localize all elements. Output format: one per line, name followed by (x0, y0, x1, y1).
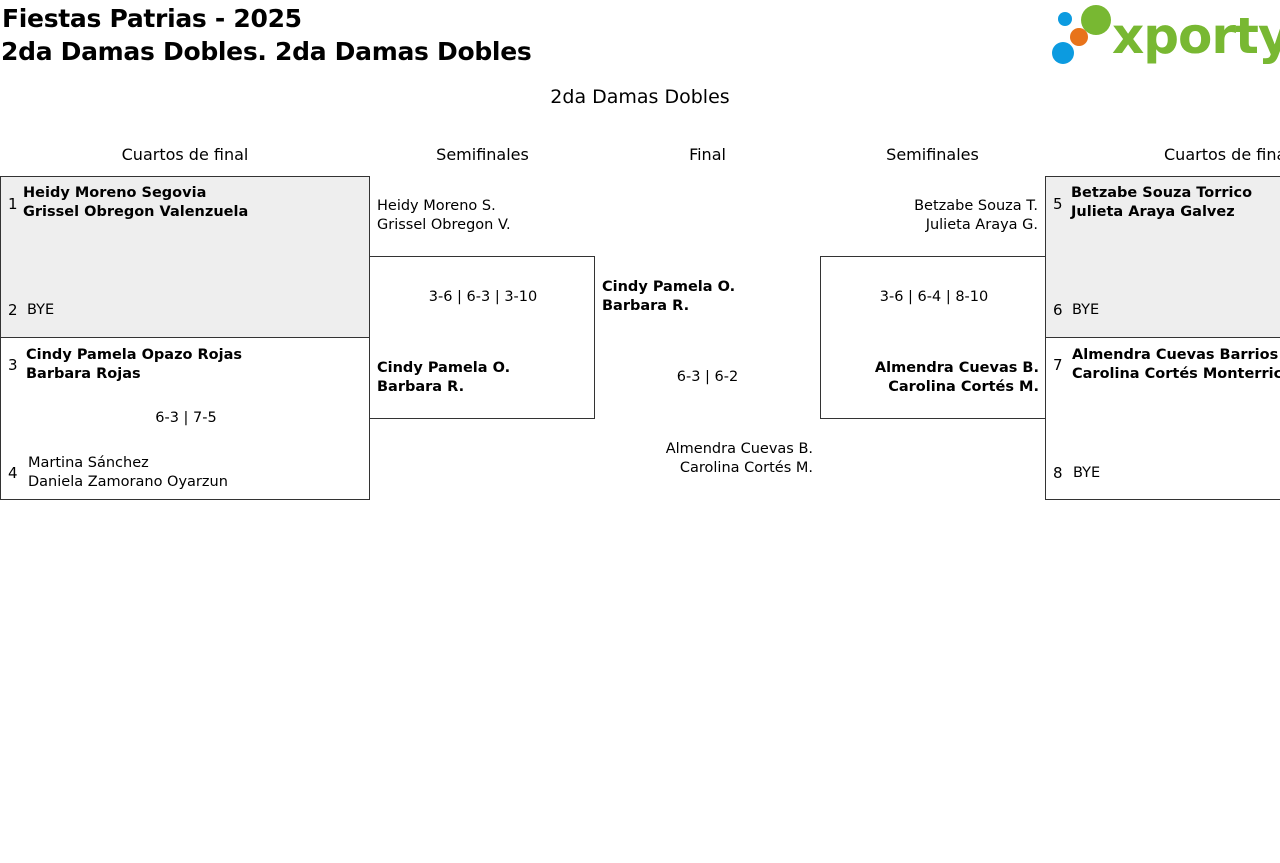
final-top-team[interactable]: Cindy Pamela O. Barbara R. (602, 278, 735, 316)
team-entry[interactable]: Almendra Cuevas B. Carolina Cortés M. (827, 359, 1039, 397)
player-name: Barbara R. (377, 379, 465, 395)
player-name: BYE (27, 302, 55, 318)
player-name: Grissel Obregon Valenzuela (23, 204, 249, 220)
final-score: 6-3 | 6-2 (676, 369, 739, 385)
player-name: Cindy Pamela Opazo Rojas (26, 347, 243, 363)
match-sf-right: 3-6 | 6-4 | 8-10 Almendra Cuevas B. Caro… (820, 256, 1046, 419)
match-score: 3-6 | 6-4 | 8-10 (879, 289, 989, 305)
player-name: Almendra Cuevas B. (665, 441, 813, 457)
player-name: Cindy Pamela O. (602, 279, 736, 295)
tournament-title: Fiestas Patrias - 2025 (2, 4, 302, 33)
player-name: Daniela Zamorano Oyarzun (28, 474, 228, 490)
event-title: 2da Damas Dobles. 2da Damas Dobles (1, 37, 532, 66)
semifinal-right-top-team[interactable]: Betzabe Souza T. Julieta Araya G. (830, 197, 1038, 235)
player-name: Grissel Obregon V. (377, 217, 511, 233)
player-name: Heidy Moreno S. (377, 198, 496, 214)
player-name: Almendra Cuevas B. (874, 360, 1039, 376)
team-entry[interactable]: Cindy Pamela Opazo Rojas Barbara Rojas (26, 346, 242, 384)
player-name: Heidy Moreno Segovia (23, 185, 207, 201)
logo-dot-orange (1070, 28, 1088, 46)
xporty-logo: xporty (1050, 4, 1280, 68)
player-name: Cindy Pamela O. (377, 360, 511, 376)
player-name: Julieta Araya G. (925, 217, 1038, 233)
match-qf-right-2: 7 Almendra Cuevas Barrios Carolina Corté… (1045, 337, 1280, 500)
player-name: Carolina Cortés M. (888, 379, 1039, 395)
player-name: Barbara Rojas (26, 366, 141, 382)
player-name: BYE (1073, 465, 1101, 481)
round-header-left-quarterfinals: Cuartos de final (121, 145, 249, 164)
semifinal-left-top-team[interactable]: Heidy Moreno S. Grissel Obregon V. (377, 197, 511, 235)
final-bottom-team[interactable]: Almendra Cuevas B. Carolina Cortés M. (600, 440, 813, 478)
match-qf-right-1: 5 Betzabe Souza Torrico Julieta Araya Ga… (1045, 176, 1280, 338)
round-header-left-semifinals: Semifinales (436, 145, 529, 164)
player-name: Almendra Cuevas Barrios (1072, 347, 1279, 363)
match-score: 3-6 | 6-3 | 3-10 (428, 289, 538, 305)
team-entry-bye: BYE (1072, 301, 1099, 320)
seed-number: 7 (1053, 356, 1063, 374)
round-header-right-semifinals: Semifinales (886, 145, 979, 164)
team-entry[interactable]: Martina Sánchez Daniela Zamorano Oyarzun (28, 454, 228, 492)
player-name: Carolina Cortés Monterrichard (1072, 366, 1280, 382)
player-name: Julieta Araya Galvez (1071, 204, 1235, 220)
player-name: Barbara R. (602, 298, 690, 314)
team-entry[interactable]: Heidy Moreno Segovia Grissel Obregon Val… (23, 184, 248, 222)
match-sf-left: 3-6 | 6-3 | 3-10 Cindy Pamela O. Barbara… (369, 256, 595, 419)
match-qf-left-1: 1 Heidy Moreno Segovia Grissel Obregon V… (0, 176, 370, 338)
team-entry[interactable]: Almendra Cuevas Barrios Carolina Cortés … (1072, 346, 1280, 384)
seed-number: 3 (8, 356, 18, 374)
logo-dot-blue (1052, 42, 1074, 64)
team-entry[interactable]: Cindy Pamela O. Barbara R. (377, 359, 510, 397)
seed-number: 1 (8, 195, 18, 213)
player-name: BYE (1072, 302, 1100, 318)
match-score: 6-3 | 7-5 (155, 410, 217, 426)
player-name: Betzabe Souza Torrico (1071, 185, 1253, 201)
seed-number: 5 (1053, 195, 1063, 213)
seed-number: 6 (1053, 301, 1063, 319)
player-name: Martina Sánchez (28, 455, 149, 471)
team-entry-bye: BYE (1073, 464, 1100, 483)
seed-number: 8 (1053, 464, 1063, 482)
round-header-final: Final (689, 145, 726, 164)
player-name: Betzabe Souza T. (914, 198, 1038, 214)
team-entry[interactable]: Betzabe Souza Torrico Julieta Araya Galv… (1071, 184, 1252, 222)
bracket-title: 2da Damas Dobles (550, 86, 730, 108)
team-entry-bye: BYE (27, 301, 54, 320)
match-qf-left-2: 3 Cindy Pamela Opazo Rojas Barbara Rojas… (0, 337, 370, 500)
round-header-right-quarterfinals: Cuartos de final (1164, 145, 1280, 164)
logo-dot-blue-small (1058, 12, 1072, 26)
player-name: Carolina Cortés M. (679, 460, 813, 476)
seed-number: 2 (8, 301, 18, 319)
logo-wordmark: xporty (1112, 7, 1280, 65)
logo-dot-green (1081, 5, 1111, 35)
seed-number: 4 (8, 464, 18, 482)
